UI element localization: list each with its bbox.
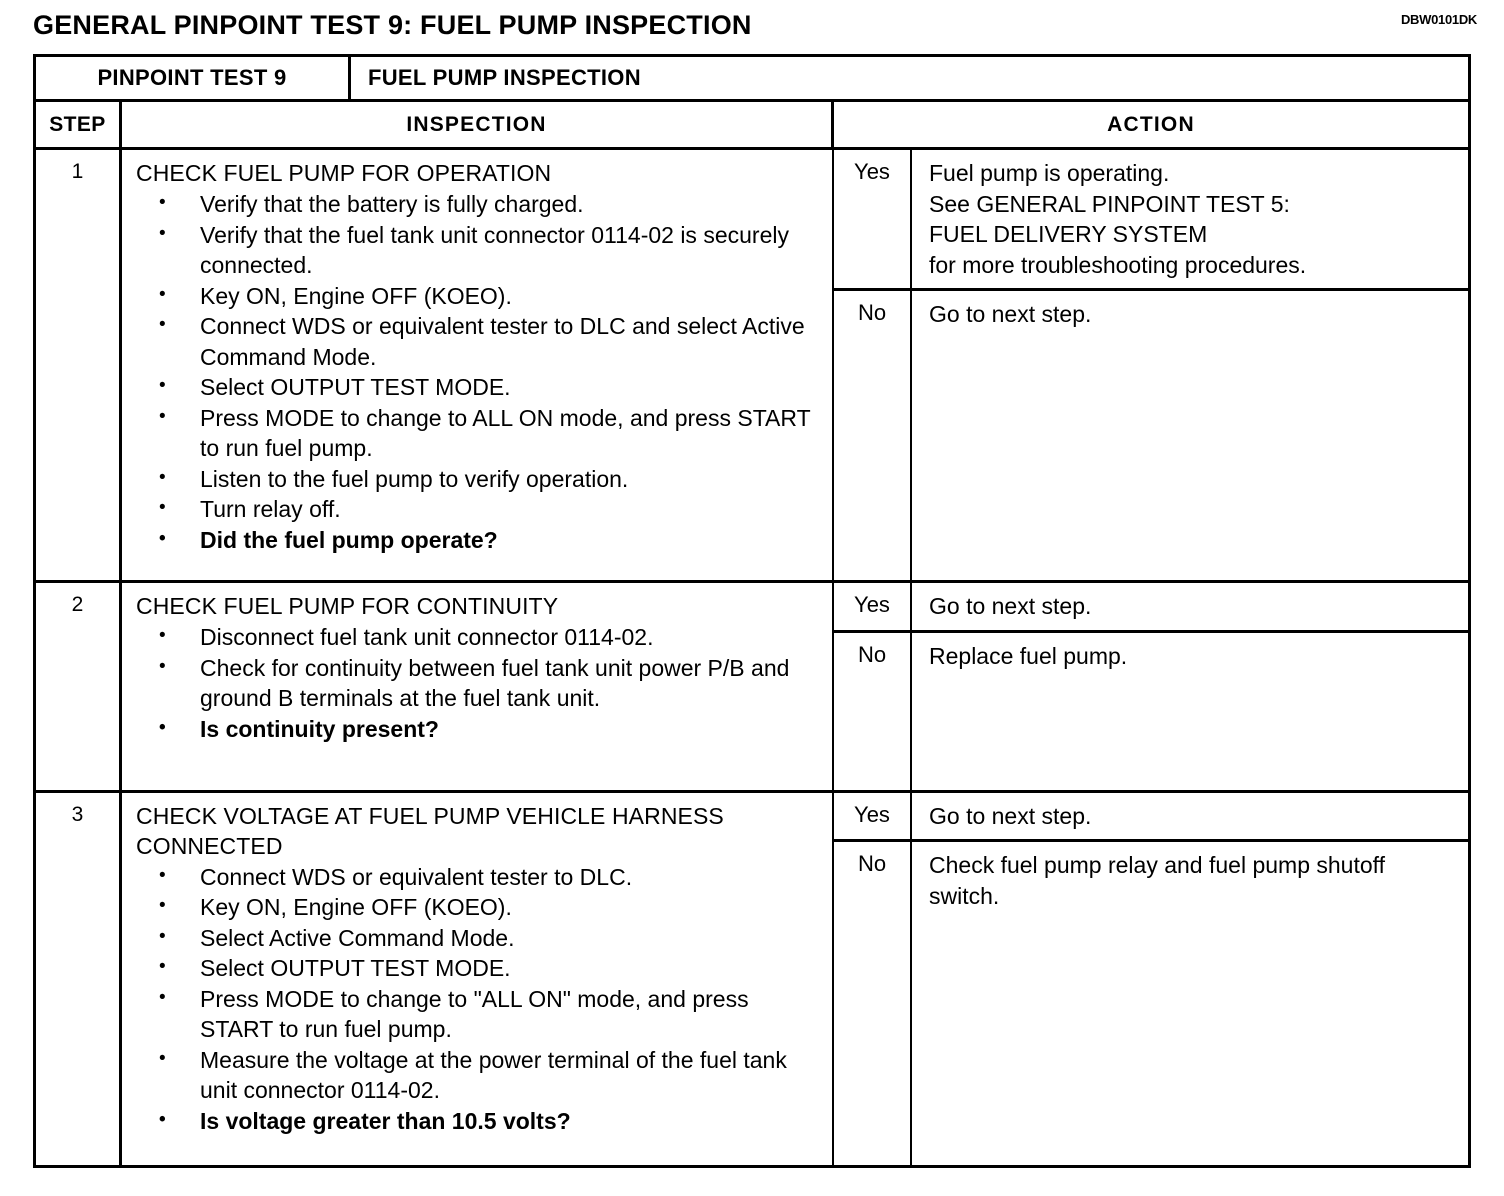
list-item-question: Did the fuel pump operate?: [136, 524, 826, 556]
page-header: GENERAL PINPOINT TEST 9: FUEL PUMP INSPE…: [33, 10, 1484, 44]
inspection-bullet-list: Connect WDS or equivalent tester to DLC.…: [136, 861, 826, 1137]
answer-label-no: No: [834, 842, 912, 1165]
list-item: Connect WDS or equivalent tester to DLC.: [136, 861, 826, 893]
list-item-question: Is voltage greater than 10.5 volts?: [136, 1105, 826, 1137]
inspection-bullet-list: Disconnect fuel tank unit connector 0114…: [136, 621, 826, 745]
action-yes: Yes Fuel pump is operating. See GENERAL …: [834, 150, 1468, 291]
step-number: 1: [36, 150, 122, 580]
answer-label-yes: Yes: [834, 792, 912, 839]
answer-label-no: No: [834, 632, 912, 790]
inspection-title: CHECK VOLTAGE AT FUEL PUMP VEHICLE HARNE…: [136, 802, 724, 859]
action-no: No Check fuel pump relay and fuel pump s…: [834, 842, 1468, 1165]
action-text: Fuel pump is operating. See GENERAL PINP…: [912, 150, 1468, 288]
answer-label-no: No: [834, 291, 912, 580]
list-item: Select OUTPUT TEST MODE.: [136, 952, 826, 984]
list-item: Verify that the battery is fully charged…: [136, 188, 826, 220]
list-item: Select Active Command Mode.: [136, 922, 826, 954]
inspection-cell: CHECK VOLTAGE AT FUEL PUMP VEHICLE HARNE…: [122, 792, 834, 1165]
table-row: 1 CHECK FUEL PUMP FOR OPERATION Verify t…: [36, 150, 1468, 583]
action-no: No Replace fuel pump.: [834, 632, 1468, 790]
action-text: Go to next step.: [912, 583, 1468, 630]
list-item: Verify that the fuel tank unit connector…: [136, 219, 826, 281]
action-text: Go to next step.: [912, 291, 1468, 580]
action-text: Replace fuel pump.: [912, 633, 1468, 790]
inspection-title: CHECK FUEL PUMP FOR OPERATION: [136, 160, 552, 186]
answer-label-yes: Yes: [834, 583, 912, 630]
banner-test-number: PINPOINT TEST 9: [36, 57, 351, 99]
column-header-action: ACTION: [1107, 112, 1195, 136]
list-item: Check for continuity between fuel tank u…: [136, 652, 826, 714]
answer-label-yes: Yes: [834, 150, 912, 288]
table-row: 2 CHECK FUEL PUMP FOR CONTINUITY Disconn…: [36, 583, 1468, 793]
list-item-question: Is continuity present?: [136, 713, 826, 745]
action-cell: Yes Go to next step. No Replace fuel pum…: [834, 583, 1468, 790]
action-line: FUEL DELIVERY SYSTEM: [929, 221, 1208, 247]
inspection-cell: CHECK FUEL PUMP FOR OPERATION Verify tha…: [122, 150, 834, 580]
document-code: DBW0101DK: [1400, 12, 1477, 27]
inspection-bullet-list: Verify that the battery is fully charged…: [136, 188, 826, 556]
action-line: Check fuel pump relay and fuel pump shut…: [929, 852, 1386, 878]
list-item: Measure the voltage at the power termina…: [136, 1044, 826, 1106]
list-item: Turn relay off.: [136, 493, 826, 525]
action-line: Go to next step.: [929, 301, 1092, 327]
list-item: Press MODE to change to ALL ON mode, and…: [136, 402, 826, 464]
list-item: Connect WDS or equivalent tester to DLC …: [136, 310, 826, 372]
table-banner: PINPOINT TEST 9 FUEL PUMP INSPECTION: [36, 57, 1468, 102]
inspection-cell: CHECK FUEL PUMP FOR CONTINUITY Disconnec…: [122, 583, 834, 790]
action-yes: Yes Go to next step.: [834, 792, 1468, 842]
action-line: Replace fuel pump.: [929, 642, 1128, 669]
action-line: Go to next step.: [929, 593, 1092, 619]
action-text: Go to next step.: [912, 793, 1468, 840]
step-number: 2: [36, 583, 122, 790]
action-line: for more troubleshooting procedures.: [929, 251, 1307, 278]
action-line: See GENERAL PINPOINT TEST 5:: [929, 190, 1290, 217]
list-item: Key ON, Engine OFF (KOEO).: [136, 891, 826, 923]
action-no: No Go to next step.: [834, 291, 1468, 580]
list-item: Press MODE to change to "ALL ON" mode, a…: [136, 983, 826, 1045]
banner-test-name: FUEL PUMP INSPECTION: [368, 65, 641, 90]
column-header-step: STEP: [36, 102, 122, 147]
action-text: Check fuel pump relay and fuel pump shut…: [912, 842, 1468, 1165]
column-header-inspection: INSPECTION: [122, 102, 834, 147]
list-item: Disconnect fuel tank unit connector 0114…: [136, 621, 826, 653]
list-item: Key ON, Engine OFF (KOEO).: [136, 280, 826, 312]
list-item: Select OUTPUT TEST MODE.: [136, 371, 826, 403]
step-number: 3: [36, 792, 122, 1165]
action-cell: Yes Fuel pump is operating. See GENERAL …: [834, 150, 1468, 580]
action-cell: Yes Go to next step. No Check fuel pump …: [834, 792, 1468, 1165]
table-row: 3 CHECK VOLTAGE AT FUEL PUMP VEHICLE HAR…: [36, 792, 1468, 1165]
pinpoint-test-table: PINPOINT TEST 9 FUEL PUMP INSPECTION STE…: [33, 54, 1471, 1168]
action-yes: Yes Go to next step.: [834, 583, 1468, 633]
list-item: Listen to the fuel pump to verify operat…: [136, 463, 826, 495]
page-title: GENERAL PINPOINT TEST 9: FUEL PUMP INSPE…: [33, 10, 752, 40]
action-line: switch.: [929, 882, 1000, 909]
action-line: Fuel pump is operating.: [929, 160, 1170, 186]
table-column-headers: STEP INSPECTION ACTION: [36, 102, 1468, 150]
action-line: Go to next step.: [929, 802, 1092, 829]
inspection-title: CHECK FUEL PUMP FOR CONTINUITY: [136, 593, 559, 619]
